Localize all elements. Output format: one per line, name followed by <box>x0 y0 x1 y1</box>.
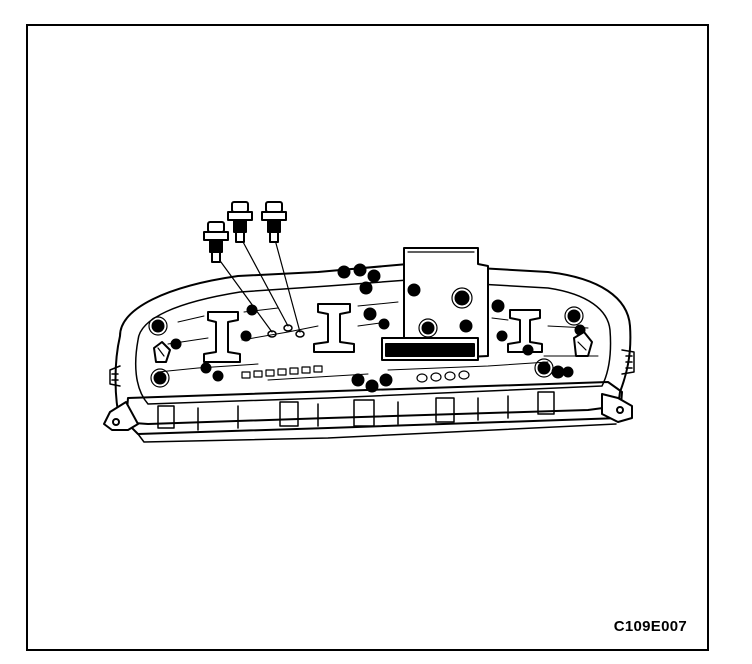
left-bracket-hole <box>112 418 120 426</box>
removal-guide-lines <box>217 235 301 333</box>
reset-knob-left <box>153 341 171 363</box>
socket-outlines <box>148 287 584 388</box>
removed-bulb-socket-1 <box>203 221 229 263</box>
gauge-frame-right <box>507 309 543 353</box>
gauge-frame-center <box>313 303 355 353</box>
contact-pads <box>241 365 470 383</box>
housing-bottom-tabs <box>157 391 555 431</box>
instrument-cluster-illustration <box>103 201 635 443</box>
right-bracket-hole <box>616 406 624 414</box>
installed-bulb-sockets <box>151 263 586 393</box>
gauge-frame-left <box>203 311 241 363</box>
circuit-board-edge <box>134 279 612 405</box>
figure-code: C109E007 <box>613 618 687 635</box>
removed-bulb-socket-2 <box>227 201 253 243</box>
removed-bulb-socket-3 <box>261 201 287 243</box>
figure-frame: C109E007 <box>26 24 709 651</box>
right-side-connector <box>621 349 635 375</box>
left-side-connector <box>109 365 121 387</box>
left-mounting-bracket <box>103 401 139 431</box>
reset-knob-right <box>573 331 593 357</box>
housing-bottom-edge <box>137 423 617 443</box>
circuit-traces <box>157 301 599 381</box>
